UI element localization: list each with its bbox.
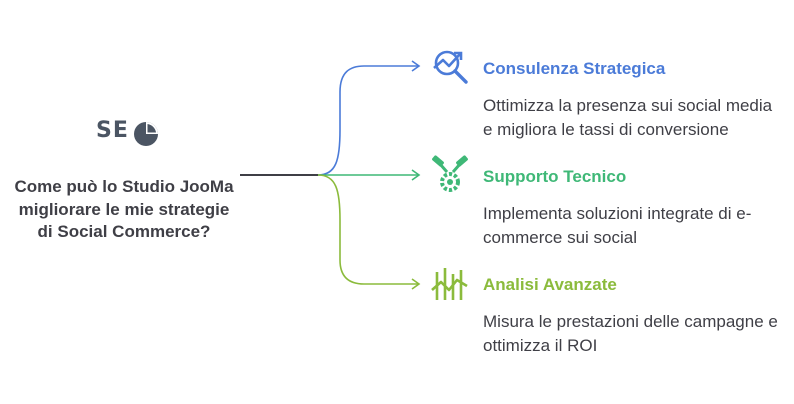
seo-logo: SE — [96, 118, 166, 152]
analytics-bars-icon — [430, 264, 470, 304]
branch-title-supporto: Supporto Tecnico — [483, 167, 627, 186]
gear-tools-icon — [430, 155, 470, 195]
seo-logo-mark-icon — [134, 122, 158, 146]
magnifier-chart-icon — [430, 46, 470, 86]
branch-description-analisi: Misura le prestazioni delle campagne e o… — [483, 312, 778, 355]
branch-description-consulenza: Ottimizza la presenza sui social media e… — [483, 96, 773, 139]
branch-connector-1 — [317, 65, 418, 176]
branch-arrow-2 — [411, 169, 421, 181]
central-question: Come può lo Studio JooMa migliorare le m… — [14, 177, 234, 241]
branch-connector-3 — [317, 174, 418, 285]
branch-description-supporto: Implementa soluzioni integrate di e-comm… — [483, 204, 752, 247]
branch-title-analisi: Analisi Avanzate — [483, 275, 617, 294]
branch-arrow-1 — [411, 60, 421, 72]
branch-arrow-3 — [411, 278, 421, 290]
seo-logo-text: SE — [96, 118, 129, 143]
branch-title-consulenza: Consulenza Strategica — [483, 59, 666, 78]
